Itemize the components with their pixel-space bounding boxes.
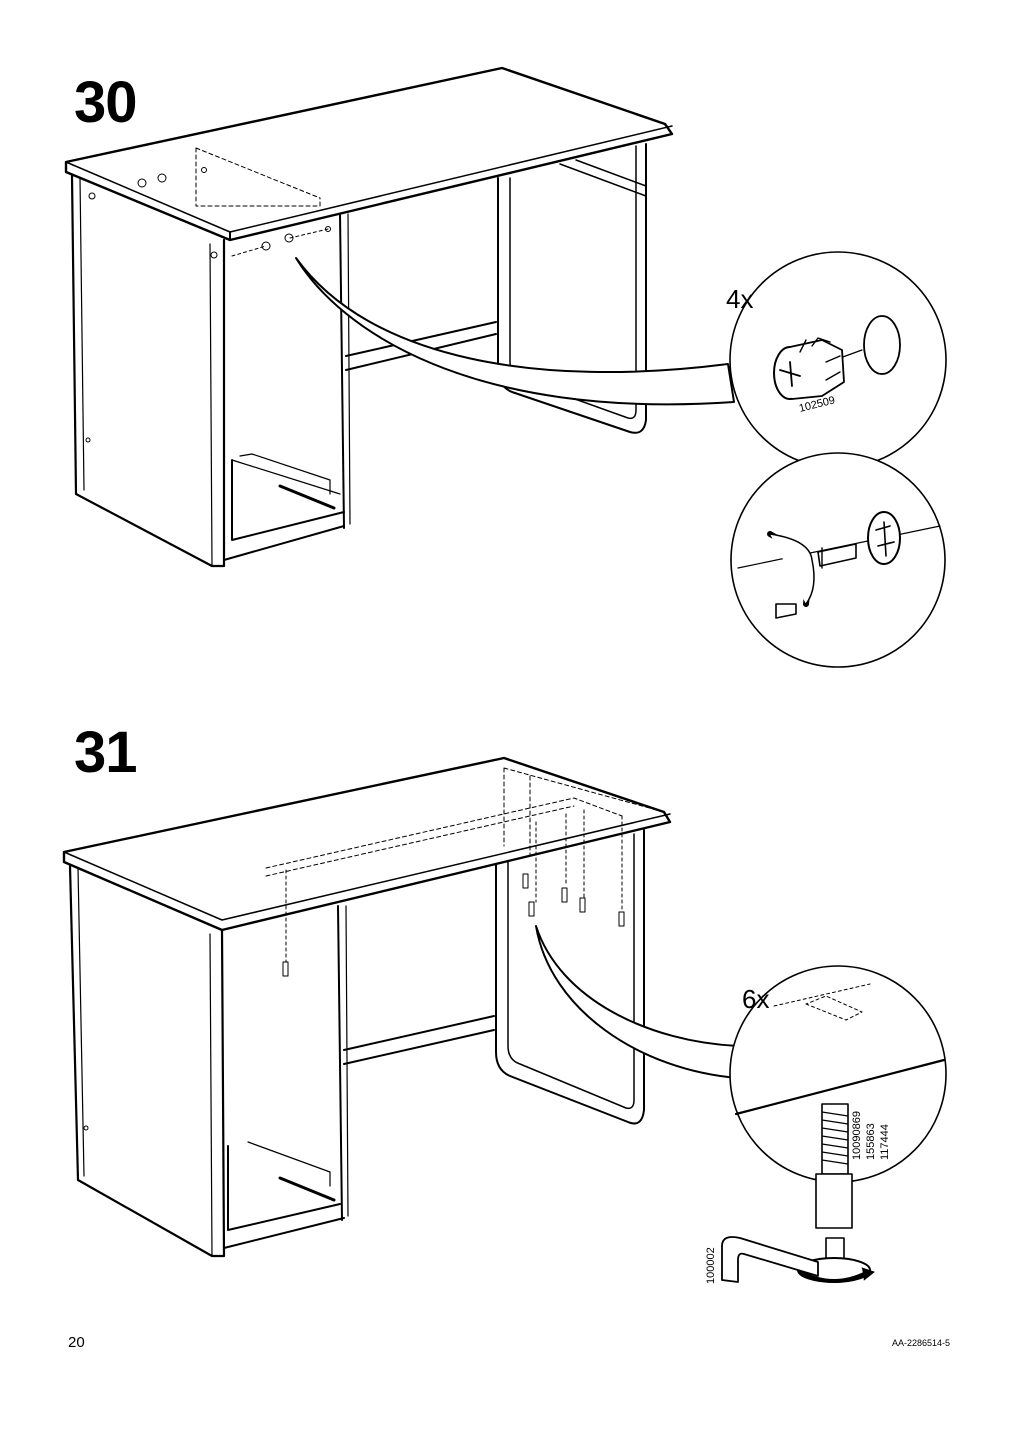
part-number-foot-2: 155863 — [865, 1123, 877, 1160]
screwdriver-turn-icon — [767, 531, 857, 619]
step-31-quantity: 6x — [742, 984, 769, 1014]
leveling-foot-callout — [721, 965, 947, 1283]
step-31-number: 31 — [74, 720, 138, 785]
desk-step-30-illustration — [64, 66, 735, 568]
cam-lock-fitting-icon — [773, 337, 845, 400]
part-number-allen-key: 100002 — [705, 1247, 717, 1284]
document-code: AA-2286514-5 — [891, 1338, 950, 1348]
part-number-foot-3: 117444 — [879, 1124, 891, 1160]
cam-lock-callout — [729, 251, 947, 469]
allen-key-icon — [721, 1236, 819, 1283]
desk-step-31-illustration — [62, 756, 739, 1258]
cam-lock-front-icon — [867, 511, 901, 565]
step-30-quantity: 4x — [726, 284, 753, 314]
part-number-foot-1: 10090869 — [851, 1111, 863, 1160]
screwdriver-callout — [730, 452, 946, 668]
page-number: 20 — [68, 1334, 85, 1351]
step-30-number: 30 — [74, 70, 138, 135]
